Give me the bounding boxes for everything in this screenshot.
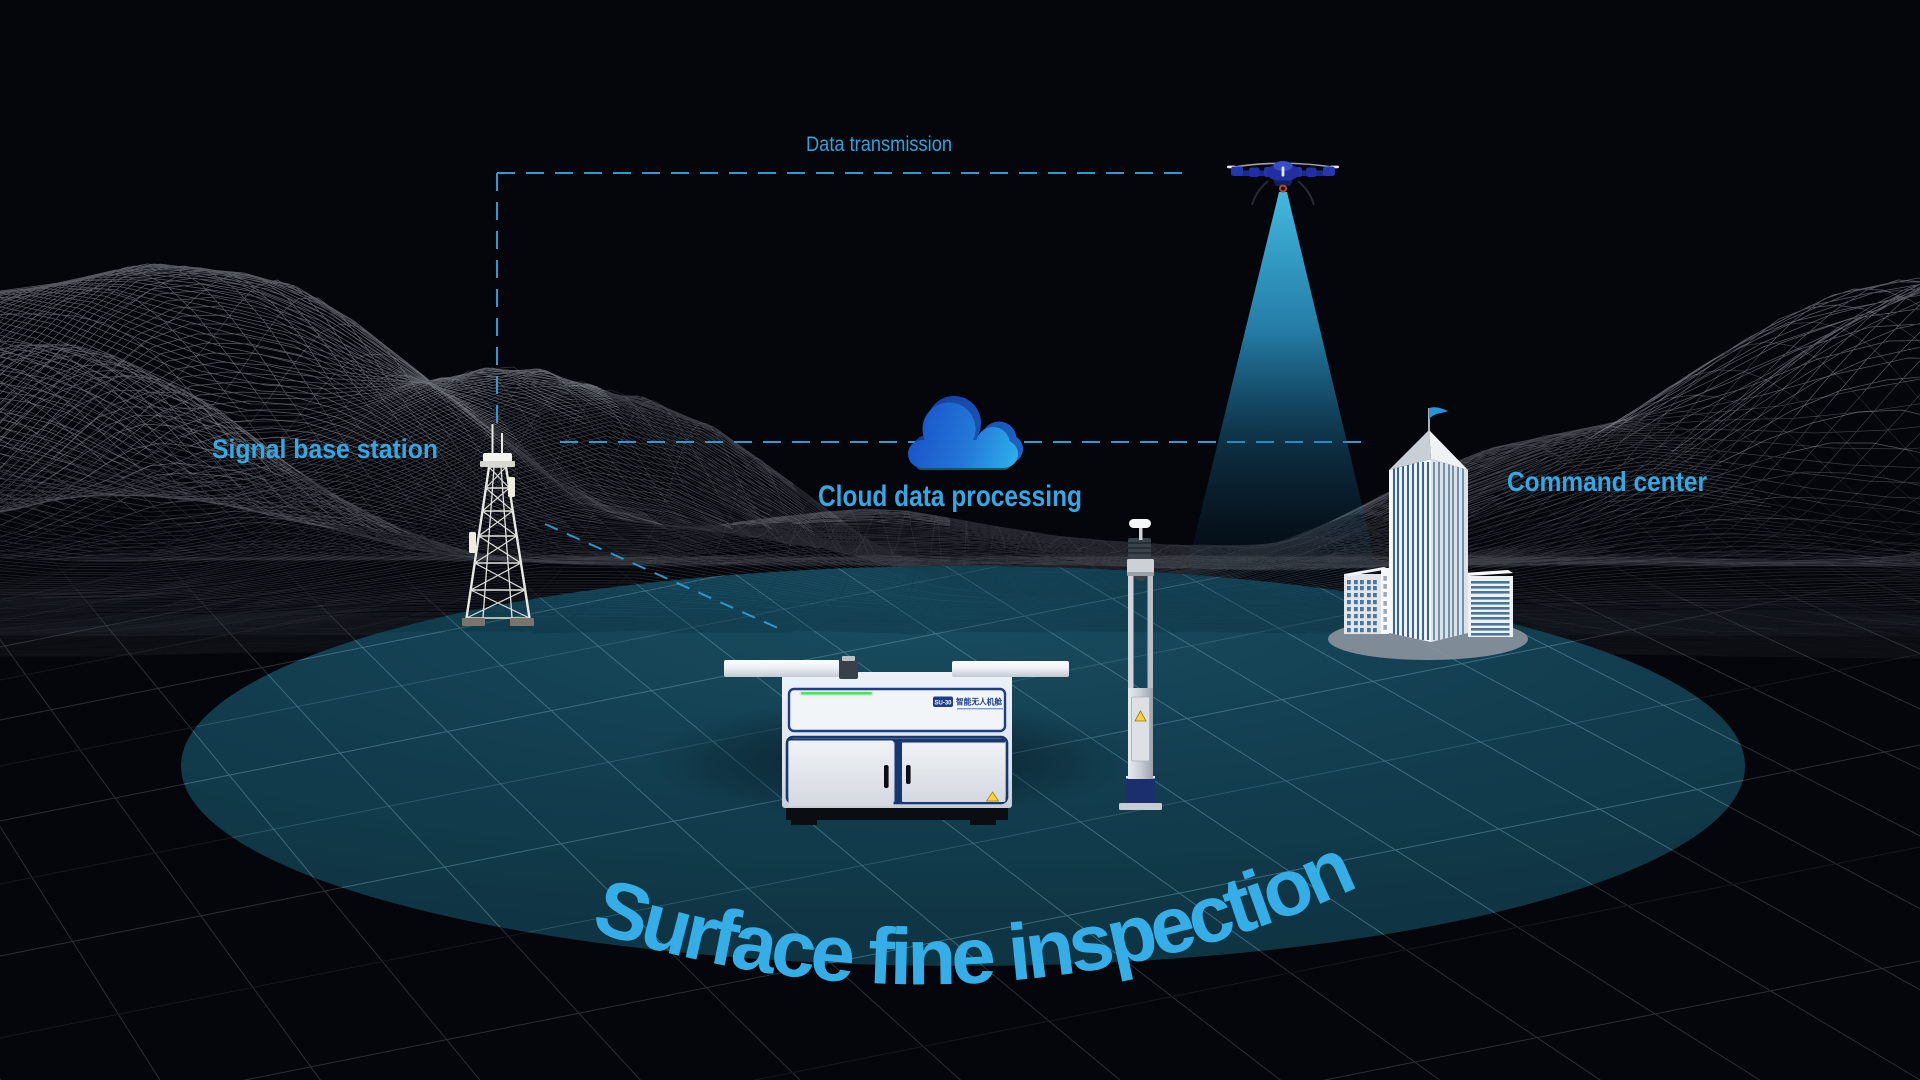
svg-text:智能无人机舱: 智能无人机舱 — [956, 697, 1003, 707]
svg-text:SU-30: SU-30 — [935, 700, 952, 707]
svg-text:Cloud data processing: Cloud data processing — [818, 480, 1082, 513]
svg-text:Data transmission: Data transmission — [806, 133, 952, 156]
svg-text:Command center: Command center — [1507, 466, 1707, 497]
svg-text:Signal base station: Signal base station — [212, 434, 438, 464]
